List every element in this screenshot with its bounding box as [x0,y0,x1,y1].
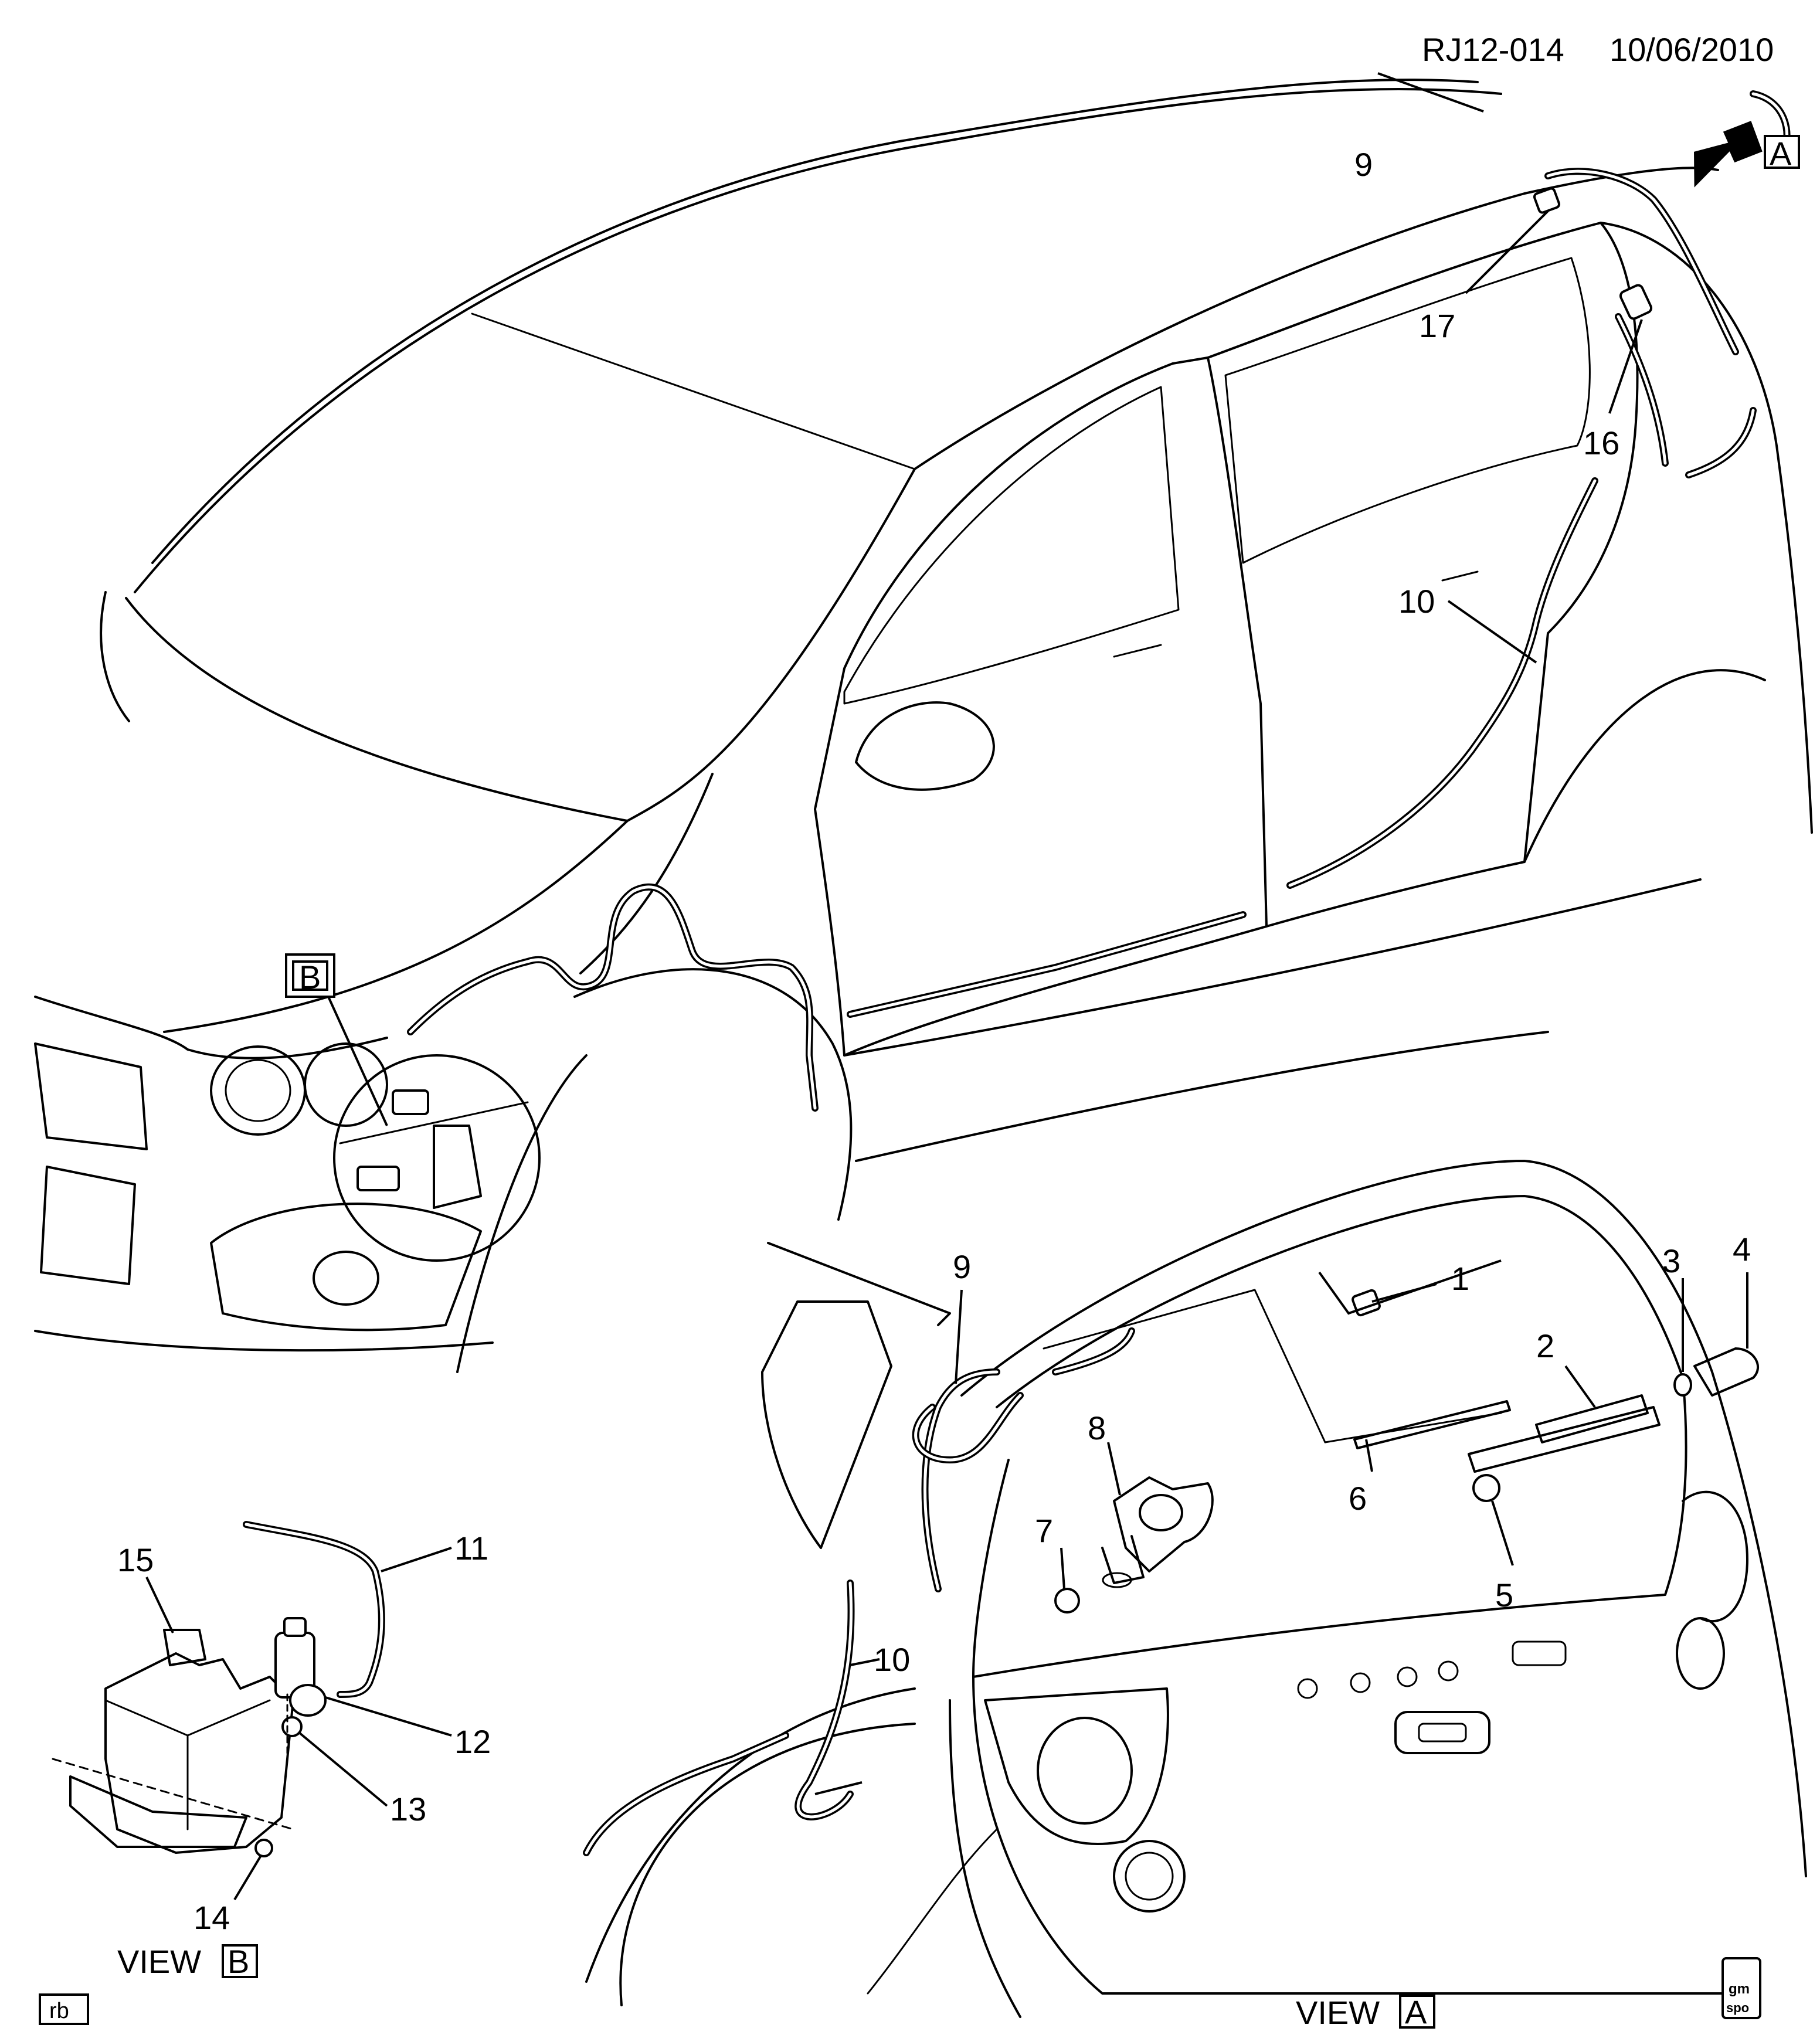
view-a-arrow: A [1694,121,1800,188]
callout-12: 12 [454,1723,491,1760]
leader-7 [1060,1547,1065,1589]
vehicle-side-view [34,79,1813,1373]
rear-view-a: gm spo [585,1160,1807,2019]
view-b-ref: B [285,953,388,1126]
cap-4 [1693,1347,1760,1397]
washer-hose-rear [583,1327,1135,1856]
leader-13 [298,1731,388,1807]
grommet-7 [1054,1588,1080,1614]
drawing-id: RJ12-014 [1422,31,1564,68]
callout-4: 4 [1733,1231,1751,1268]
view-a-box [1764,135,1800,169]
washer-pump-12 [274,1617,327,1717]
callout-15: 15 [117,1541,154,1578]
callout-9-view: 9 [953,1248,971,1285]
view-a-label: VIEW A [1296,1993,1435,2031]
view-a-word: VIEW [1296,1994,1380,2031]
callout-10-top: 10 [1398,583,1435,620]
view-b-label: VIEW B [117,1943,258,1980]
view-a-bottom-letter: A [1405,1993,1427,2030]
callout-13: 13 [390,1791,426,1828]
leader-9-top [1377,72,1484,113]
washer-hose-main [407,90,1791,1112]
leader-11 [381,1547,452,1572]
washer-hose-11 [243,1521,385,1698]
connector-16 [1619,284,1653,320]
view-b-word: VIEW [117,1943,201,1980]
drawing-date: 10/06/2010 [1610,31,1774,68]
logo-top: gm [1729,1981,1750,1997]
leader-10-hose [814,1781,863,1795]
leader-12 [325,1696,452,1737]
callout-6: 6 [1349,1480,1367,1517]
view-b-letter: B [228,1943,249,1980]
gm-spo-logo [1721,1957,1761,2019]
callout-8: 8 [1088,1409,1106,1446]
leader-17 [1465,210,1549,294]
wiper-motor-8 [1101,1476,1214,1588]
leader-15 [145,1577,174,1633]
callout-3: 3 [1662,1242,1680,1279]
leader-10-view [850,1658,880,1666]
callout-7: 7 [1035,1512,1053,1549]
leader-16 [1608,319,1643,414]
callout-17: 17 [1419,307,1455,344]
callout-1: 1 [1451,1260,1469,1297]
callout-2: 2 [1536,1327,1554,1364]
rb-text: rb [49,1999,69,2023]
view-b-ref-letter: B [299,959,321,996]
nut-14 [254,1839,273,1857]
callout-10-view: 10 [874,1641,910,1678]
leader-9-view [955,1289,963,1384]
callout-9-top: 9 [1354,146,1373,183]
wiper-blade-6 [1353,1400,1511,1449]
rb-tag: rb [39,1993,89,2025]
view-a-letter: A [1770,135,1792,172]
leader-8 [1107,1442,1121,1496]
logo-bottom: spo [1726,2000,1749,2015]
wiper-blade-2 [1468,1394,1661,1473]
callout-14: 14 [193,1899,230,1936]
connector-17 [1533,187,1561,214]
detail-circle-b [333,1054,541,1262]
leader-5 [1491,1500,1514,1566]
leader-6 [1365,1439,1373,1472]
callout-11: 11 [454,1530,488,1567]
callout-5: 5 [1495,1577,1513,1614]
nut-3 [1673,1373,1692,1397]
leader-14 [233,1854,262,1901]
leader-1-bracket [1318,1259,1502,1315]
grommet-5 [1472,1474,1500,1502]
leader-10-top [1447,600,1537,664]
callout-16: 16 [1583,424,1619,461]
leader-2 [1564,1365,1596,1408]
